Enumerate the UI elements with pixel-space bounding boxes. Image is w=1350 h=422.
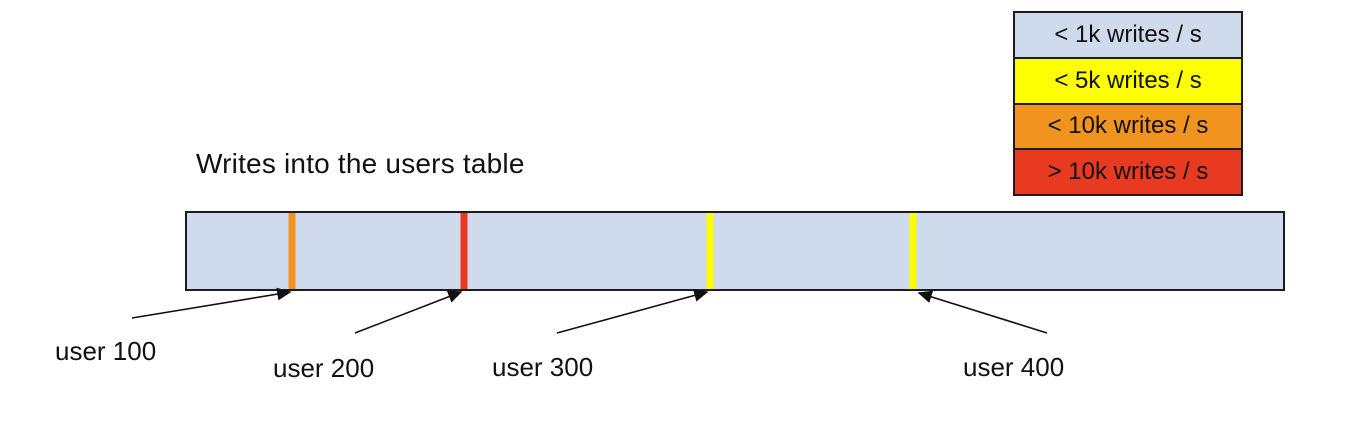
label-user-100: user 100 [55,336,157,366]
marker-user-300 [706,213,714,289]
label-user-300: user 300 [492,352,594,382]
legend-item-lt-10k: < 10k writes / s [1015,102,1241,149]
label-user-200: user 200 [273,353,375,383]
marker-user-200 [460,213,468,289]
arrow-user-300 [556,289,709,334]
legend-item-lt-5k: < 5k writes / s [1015,56,1241,103]
arrow-user-100 [131,287,292,319]
legend-item-label: > 10k writes / s [1047,158,1209,186]
legend-item-lt-1k: < 1k writes / s [1015,13,1241,57]
legend-item-label: < 1k writes / s [1054,20,1202,48]
legend: < 1k writes / s < 5k writes / s < 10k wr… [1013,11,1243,196]
legend-item-label: < 5k writes / s [1054,66,1202,94]
arrow-user-200 [354,290,463,334]
label-user-400: user 400 [963,352,1065,382]
legend-item-label: < 10k writes / s [1047,112,1209,140]
users-table-bar [185,211,1285,291]
arrow-user-400 [917,290,1048,334]
marker-user-100 [288,213,296,289]
marker-user-400 [909,213,917,289]
diagram-title: Writes into the users table [196,148,525,179]
legend-item-gt-10k: > 10k writes / s [1015,148,1241,194]
